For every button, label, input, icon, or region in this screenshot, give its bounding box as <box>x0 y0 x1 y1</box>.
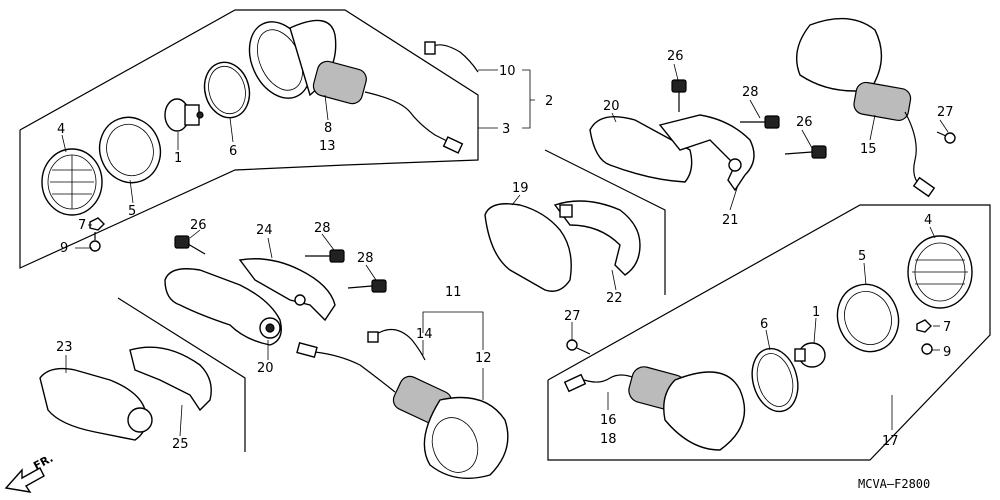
callout-28b: 28 <box>314 221 331 236</box>
callout-8: 8 <box>324 121 332 136</box>
callout-14: 14 <box>416 327 433 342</box>
clip-14-part <box>367 329 426 361</box>
gasket-part <box>203 61 251 119</box>
callout-20b: 20 <box>257 361 274 376</box>
callout-28a: 28 <box>742 85 759 100</box>
callout-15: 15 <box>860 142 877 157</box>
callout-7b: 7 <box>943 320 951 335</box>
callout-5a: 5 <box>128 204 136 219</box>
callout-3: 3 <box>502 122 510 137</box>
group-boundaries <box>19 9 991 461</box>
callout-18: 18 <box>600 432 617 447</box>
callout-1a: 1 <box>174 151 182 166</box>
callout-28c: 28 <box>357 251 374 266</box>
callout-10: 10 <box>499 64 516 79</box>
rim-ring-part <box>98 116 162 184</box>
clip-part <box>424 41 479 73</box>
rear-right-signal-housing <box>796 17 956 198</box>
screw-27-top <box>936 131 956 144</box>
front-direction-arrow-icon: FR. <box>4 452 55 493</box>
nut-part <box>89 217 105 231</box>
bolt-26-right <box>784 145 827 159</box>
callout-20a: 20 <box>603 99 620 114</box>
callout-4a: 4 <box>57 122 65 137</box>
callout-13: 13 <box>319 139 336 154</box>
middle-bracket-assembly <box>484 200 641 292</box>
bolt-26-top <box>671 79 687 112</box>
left-bracket-assembly <box>39 235 387 441</box>
screw-part <box>89 232 101 252</box>
callout-7a: 7 <box>78 218 86 233</box>
rear-left-signal-assembly <box>563 235 973 451</box>
callout-22: 22 <box>606 291 623 306</box>
callout-9a: 9 <box>60 241 68 256</box>
callout-11: 11 <box>445 285 462 300</box>
callout-24: 24 <box>256 223 273 238</box>
bolt-28-left-upper <box>305 249 345 263</box>
callout-12: 12 <box>475 351 492 366</box>
callout-25: 25 <box>172 437 189 452</box>
callout-16: 16 <box>600 413 617 428</box>
bolt-28-left-lower <box>347 279 387 293</box>
callout-9b: 9 <box>943 345 951 360</box>
callout-26c: 26 <box>190 218 207 233</box>
callout-numbers: 4 5 1 6 8 13 10 2 3 7 9 20 26 28 26 21 1… <box>56 49 954 452</box>
callout-17: 17 <box>882 434 899 449</box>
callout-19: 19 <box>512 181 529 196</box>
callout-26b: 26 <box>796 115 813 130</box>
callout-6b: 6 <box>760 317 768 332</box>
callout-21: 21 <box>722 213 739 228</box>
screw-27-lower <box>566 339 591 355</box>
diagram-code: MCVA—F2800 <box>858 477 930 491</box>
callout-23: 23 <box>56 340 73 355</box>
callout-27b: 27 <box>564 309 581 324</box>
front-arrow-label: FR. <box>31 452 55 473</box>
callout-6a: 6 <box>229 144 237 159</box>
front-right-signal-housing <box>296 341 509 480</box>
callout-1b: 1 <box>812 305 820 320</box>
callout-4b: 4 <box>924 213 932 228</box>
callout-27a: 27 <box>937 105 954 120</box>
callout-26a: 26 <box>667 49 684 64</box>
callout-5b: 5 <box>858 249 866 264</box>
bolt-28-top <box>740 115 780 129</box>
bolt-26-left <box>174 235 206 255</box>
callout-2: 2 <box>545 94 553 109</box>
bulb-part <box>164 98 204 132</box>
leader-lines <box>61 63 949 437</box>
housing-part <box>248 19 464 154</box>
front-left-signal-assembly <box>41 19 479 252</box>
right-bracket-assembly <box>589 79 827 192</box>
lens-part <box>41 148 103 216</box>
